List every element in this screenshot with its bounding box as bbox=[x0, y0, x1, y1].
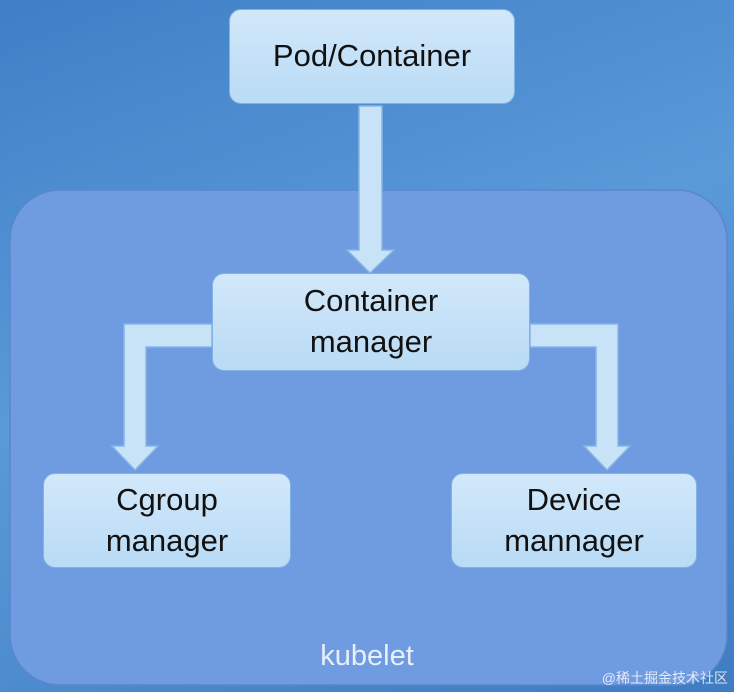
watermark: @稀土掘金技术社区 bbox=[601, 670, 728, 686]
pod-container-node: Pod/Container bbox=[229, 9, 515, 104]
device-manager-node: Device mannager bbox=[451, 473, 697, 568]
cgroup-manager-node: Cgroup manager bbox=[43, 473, 291, 568]
container-manager-node: Container manager bbox=[212, 273, 530, 371]
arrow-pod-to-container-manager bbox=[345, 105, 396, 275]
kubelet-label: kubelet bbox=[320, 640, 414, 672]
arrow-container-manager-to-device-manager bbox=[529, 323, 632, 472]
arrow-container-manager-to-cgroup-manager bbox=[110, 323, 213, 472]
